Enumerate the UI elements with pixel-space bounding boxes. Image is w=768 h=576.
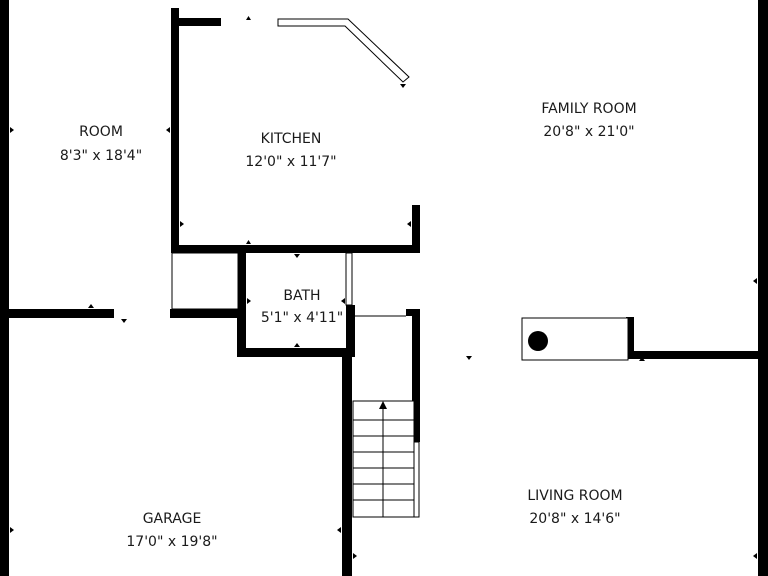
dim-marker bbox=[294, 343, 300, 347]
dim-marker bbox=[753, 278, 757, 284]
dim-marker bbox=[753, 553, 757, 559]
room-dims-kitchen: 12'0" x 11'7" bbox=[245, 154, 336, 170]
wall-fireplace-side bbox=[626, 317, 634, 359]
dim-marker bbox=[246, 240, 251, 244]
room-labels: ROOM 8'3" x 18'4" KITCHEN 12'0" x 11'7" … bbox=[60, 101, 637, 550]
wall-right-exterior bbox=[758, 0, 768, 576]
dim-marker bbox=[407, 221, 411, 227]
wall-bath-left bbox=[237, 253, 246, 357]
stair-up-arrow bbox=[379, 401, 387, 409]
wall-family-living bbox=[628, 351, 760, 359]
room-dims-room: 8'3" x 18'4" bbox=[60, 148, 142, 164]
dim-marker bbox=[88, 304, 94, 308]
dim-marker bbox=[400, 84, 406, 88]
wall-kitchen-right-stub bbox=[412, 205, 420, 253]
dim-marker bbox=[180, 221, 184, 227]
dim-marker bbox=[466, 356, 472, 360]
wall-bath-right-lower bbox=[346, 305, 355, 357]
closet-outline bbox=[171, 252, 239, 310]
dim-marker bbox=[341, 298, 345, 304]
partitions bbox=[171, 252, 406, 317]
kitchen-counter bbox=[277, 18, 410, 83]
room-name-bath: BATH bbox=[283, 288, 320, 304]
dim-marker bbox=[639, 357, 645, 361]
dim-marker bbox=[121, 319, 127, 323]
fireplace-icon bbox=[521, 317, 629, 361]
wall-bath-bottom bbox=[237, 348, 355, 357]
room-dims-garage: 17'0" x 19'8" bbox=[126, 534, 217, 550]
room-dims-bath: 5'1" x 4'11" bbox=[261, 310, 343, 326]
dim-marker bbox=[166, 127, 170, 133]
dimension-markers bbox=[10, 16, 757, 559]
dim-marker bbox=[294, 254, 300, 258]
wall-kitchen-left bbox=[171, 8, 179, 253]
room-name-garage: GARAGE bbox=[143, 511, 202, 527]
dim-marker bbox=[353, 553, 357, 559]
dim-marker bbox=[247, 298, 251, 304]
dim-marker bbox=[337, 527, 341, 533]
wall-room-garage-right bbox=[170, 309, 242, 318]
wall-garage-living bbox=[342, 348, 352, 576]
bath-door-frame bbox=[345, 252, 353, 306]
dim-marker bbox=[10, 127, 14, 133]
room-name-kitchen: KITCHEN bbox=[261, 131, 322, 147]
room-name-living-room: LIVING ROOM bbox=[527, 488, 622, 504]
room-dims-living-room: 20'8" x 14'6" bbox=[529, 511, 620, 527]
room-dims-family-room: 20'8" x 21'0" bbox=[543, 124, 634, 140]
wall-kitchen-bottom bbox=[171, 245, 420, 253]
wall-room-garage-left bbox=[0, 309, 114, 318]
fireplace-flue bbox=[528, 331, 548, 351]
dim-marker bbox=[246, 16, 251, 20]
wall-left-exterior bbox=[0, 0, 9, 576]
room-name-family-room: FAMILY ROOM bbox=[541, 101, 636, 117]
stair-rail bbox=[413, 441, 420, 518]
dim-marker bbox=[10, 527, 14, 533]
wall-stair-top bbox=[406, 309, 420, 316]
stairs-icon bbox=[352, 400, 420, 518]
wall-kitchen-top-stub bbox=[171, 18, 221, 26]
room-name-room: ROOM bbox=[79, 124, 123, 140]
wall-stair-right bbox=[412, 309, 420, 442]
